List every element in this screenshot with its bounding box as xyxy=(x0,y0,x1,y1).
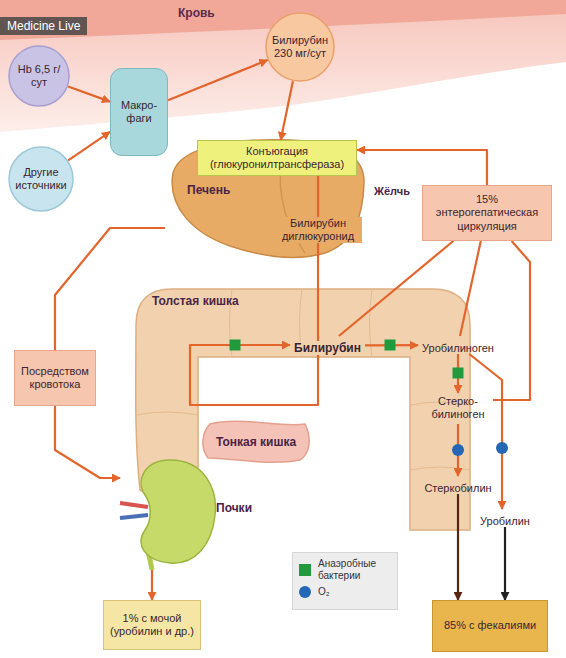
metabolite-label: Билирубин xyxy=(290,336,365,355)
bacteria-marker xyxy=(453,368,464,379)
source-circle: Hb 6,5 г/сут xyxy=(8,45,70,107)
legend-row: Анаэробные бактерии xyxy=(299,558,391,582)
artery xyxy=(120,503,148,507)
flow-arrow xyxy=(68,87,110,102)
legend-text: O₂ xyxy=(318,586,390,598)
watermark-text: Medicine Live xyxy=(0,17,87,35)
flow-arrow xyxy=(68,132,110,161)
flow-arrow xyxy=(281,81,293,140)
blood-vessel xyxy=(0,0,566,132)
flow-arrow xyxy=(493,241,530,400)
colon-fold xyxy=(370,289,373,357)
node-label: Билирубин 230 мг/сут xyxy=(270,34,330,60)
node-label: Hb 6,5 г/сут xyxy=(13,63,65,89)
legend-box: Анаэробные бактерииO₂ xyxy=(292,552,398,610)
node-label: Конъюгация (глюкуронилтрансфераза) xyxy=(201,145,353,171)
flow-label-text: Билирубин диглюкуронид xyxy=(274,217,362,243)
kidney-outline xyxy=(141,460,215,563)
legend-row: O₂ xyxy=(299,586,391,598)
legend-swatch xyxy=(299,564,311,576)
node-label: Уробилиноген xyxy=(420,342,496,355)
flow-arrow xyxy=(55,406,120,478)
colon-fold xyxy=(410,467,470,470)
legend-swatch xyxy=(299,586,311,598)
node-label: Другие источники xyxy=(13,166,69,192)
note-box: Посредством кровотока xyxy=(14,350,96,406)
output-box: 85% с фекалиями xyxy=(432,600,548,652)
oxygen-marker xyxy=(452,444,464,456)
node-label: Посредством кровотока xyxy=(18,365,92,391)
flow-arrow xyxy=(504,527,506,600)
colon-fold xyxy=(136,412,198,415)
kidney-organ: Почки xyxy=(120,455,260,570)
metabolite-label: Уробилиноген xyxy=(418,336,498,354)
bacteria-marker xyxy=(385,340,396,351)
node-outline xyxy=(132,285,472,535)
node-label: 15% энтерогепатическая циркуляция xyxy=(426,193,548,233)
flow-label: Жёлчь xyxy=(374,181,410,199)
organ-label: Почки xyxy=(216,501,252,515)
node-label: 85% с фекалиями xyxy=(436,619,544,632)
output-box: 1% с мочой (уробилин и др.) xyxy=(103,600,201,650)
small-intestine-outline xyxy=(203,421,309,462)
process-box: Конъюгация (глюкуронилтрансфераза) xyxy=(197,140,357,176)
region-label: Кровь xyxy=(178,3,215,21)
node-label: Уробилин xyxy=(478,515,532,528)
organ-label: Толстая кишка xyxy=(152,294,239,308)
node-label: Стерко- билиноген xyxy=(425,395,491,421)
flow-arrow xyxy=(457,494,459,600)
flow-arrow xyxy=(151,570,153,600)
bacteria-marker xyxy=(230,340,241,351)
metabolite-label: Стерко- билиноген xyxy=(423,393,493,424)
organ-label: Тонкая кишка xyxy=(216,435,296,449)
oxygen-marker xyxy=(496,442,508,454)
metabolite-label: Стеркобилин xyxy=(420,476,496,494)
node-label: Стеркобилин xyxy=(422,482,493,495)
note-box: 15% энтерогепатическая циркуляция xyxy=(422,185,552,241)
small-intestine-organ: Тонкая кишка xyxy=(200,418,312,462)
circle-outline xyxy=(9,147,73,211)
product-circle: Билирубин 230 мг/сут xyxy=(265,12,335,82)
organ-label: Печень xyxy=(187,183,230,197)
vein xyxy=(120,515,148,518)
cell-box: Макро- фаги xyxy=(110,68,168,156)
watermark: Medicine Live xyxy=(0,16,87,35)
metabolite-label: Уробилин xyxy=(476,509,534,527)
flow-label-text: Жёлчь xyxy=(374,185,410,198)
flow-label: Билирубин диглюкуронид xyxy=(274,217,362,243)
legend-text: Анаэробные бактерии xyxy=(318,558,390,582)
flow-arrow xyxy=(357,150,487,185)
node-label: Макро- фаги xyxy=(114,99,164,125)
circle-outline xyxy=(9,46,69,106)
colon-organ: Толстая кишкаБилирубинУробилиногенСтерко… xyxy=(132,285,472,535)
node-label: 1% с мочой (уробилин и др.) xyxy=(107,612,197,638)
node-label: Билирубин xyxy=(292,341,363,355)
flow-arrow xyxy=(168,60,268,100)
liver-outline xyxy=(172,140,364,258)
region-label-text: Кровь xyxy=(178,6,215,20)
circle-outline xyxy=(266,13,334,81)
source-circle: Другие источники xyxy=(8,146,74,212)
